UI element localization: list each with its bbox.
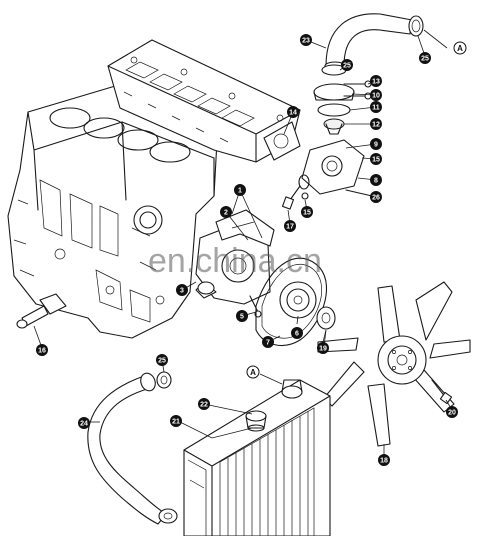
- svg-text:A: A: [457, 44, 463, 53]
- reference-marker-a-top: A: [453, 41, 467, 55]
- callout-17: 17: [284, 220, 296, 232]
- svg-text:24: 24: [80, 421, 88, 428]
- svg-text:12: 12: [372, 122, 380, 129]
- cylinder-block: [7, 83, 219, 339]
- callout-26: 26: [370, 191, 382, 203]
- svg-text:19: 19: [319, 346, 327, 353]
- svg-text:21: 21: [172, 419, 180, 426]
- svg-text:16: 16: [38, 348, 46, 355]
- svg-text:23: 23: [302, 38, 310, 45]
- thermostat-housing-gasket: [263, 121, 301, 161]
- callout-21: 21: [170, 415, 182, 427]
- svg-text:18: 18: [380, 458, 388, 465]
- svg-text:15: 15: [372, 157, 380, 164]
- callout-6: 6: [291, 327, 303, 339]
- svg-text:25: 25: [421, 56, 429, 63]
- callout-15: 15: [370, 153, 382, 165]
- callout-20: 20: [446, 406, 458, 418]
- callout-1: 1: [234, 184, 246, 196]
- callout-3: 3: [176, 284, 188, 296]
- callout-5: 5: [236, 310, 248, 322]
- svg-text:10: 10: [372, 93, 380, 100]
- svg-text:25: 25: [343, 63, 351, 70]
- svg-text:A: A: [250, 368, 256, 377]
- drain-cock: [16, 293, 67, 329]
- callout-22: 22: [198, 398, 210, 410]
- radiator: [183, 379, 331, 536]
- svg-text:25: 25: [158, 358, 166, 365]
- watermark-text: en.china.cn: [148, 242, 322, 280]
- thermostat-housing: [298, 139, 365, 195]
- callout-25-lower: 25: [156, 354, 168, 366]
- v-belt: [255, 257, 328, 346]
- svg-text:7: 7: [266, 340, 270, 347]
- svg-text:22: 22: [200, 402, 208, 409]
- callout-16: 16: [36, 344, 48, 356]
- callout-19: 19: [317, 342, 329, 354]
- fan-bolt: [431, 379, 453, 405]
- cooling-fan: [317, 281, 471, 447]
- svg-text:1: 1: [238, 188, 242, 195]
- callout-11: 11: [370, 101, 382, 113]
- callout-14: 14: [287, 106, 299, 118]
- svg-text:13: 13: [372, 79, 380, 86]
- svg-text:9: 9: [374, 142, 378, 149]
- svg-text:5: 5: [240, 314, 244, 321]
- reference-marker-a-bottom: A: [246, 365, 260, 379]
- svg-text:11: 11: [372, 105, 380, 112]
- water-pump: [195, 223, 271, 305]
- svg-text:2: 2: [224, 210, 228, 217]
- svg-text:6: 6: [295, 331, 299, 338]
- fan-pulley: [279, 281, 317, 319]
- callout-25-top: 25: [419, 52, 431, 64]
- callout-13: 13: [370, 75, 382, 87]
- thermostat: [317, 103, 351, 135]
- callout-25-mid: 25: [341, 59, 353, 71]
- svg-text:20: 20: [448, 410, 456, 417]
- callout-23: 23: [300, 34, 312, 46]
- svg-text:15: 15: [303, 210, 311, 217]
- svg-text:8: 8: [374, 178, 378, 185]
- hose-clamp-upper: [408, 15, 424, 37]
- svg-text:17: 17: [286, 224, 294, 231]
- callout-2: 2: [220, 206, 232, 218]
- callout-8: 8: [370, 174, 382, 186]
- callout-9: 9: [370, 138, 382, 150]
- pulley-spacer: [316, 306, 336, 330]
- callout-12: 12: [370, 118, 382, 130]
- lower-radiator-hose: [87, 372, 167, 525]
- callout-18: 18: [378, 454, 390, 466]
- svg-text:14: 14: [289, 110, 297, 117]
- hose-clamp-lower: [156, 371, 178, 524]
- callout-7: 7: [262, 336, 274, 348]
- callout-24: 24: [78, 417, 90, 429]
- upper-radiator-hose: [324, 13, 413, 71]
- svg-text:26: 26: [372, 195, 380, 202]
- callout-15-lower: 15: [301, 206, 313, 218]
- pump-gasket: [215, 209, 275, 247]
- callout-10: 10: [370, 89, 382, 101]
- svg-text:3: 3: [180, 288, 184, 295]
